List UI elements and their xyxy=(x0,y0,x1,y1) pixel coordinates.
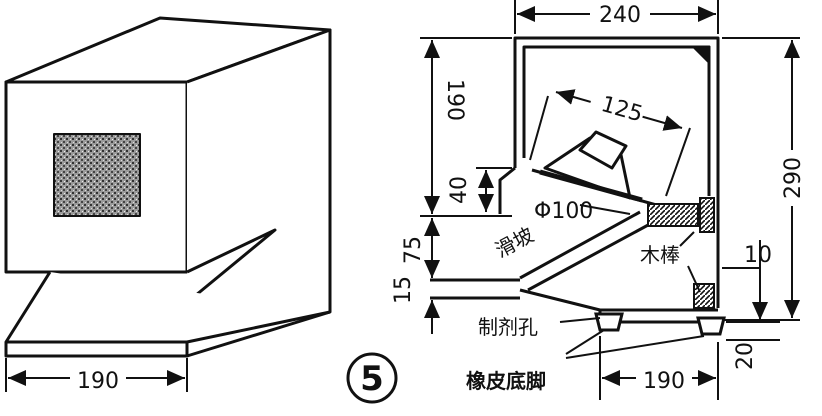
leader-wood-2 xyxy=(687,265,701,293)
section-view xyxy=(430,36,720,324)
dim-20: 20 xyxy=(733,342,758,370)
slot-bottom xyxy=(430,278,520,300)
wood-strip-label: 木棒 xyxy=(640,243,680,267)
front-step xyxy=(498,166,516,214)
side-slot xyxy=(186,228,277,302)
dim-240: 240 xyxy=(599,3,641,28)
slope-label: 滑坡 xyxy=(491,222,538,262)
speaker xyxy=(539,130,643,203)
figure-number: 5 xyxy=(360,359,384,399)
dim-190-bottom: 190 xyxy=(643,369,685,394)
speaker-magnet xyxy=(578,130,628,170)
leader-vent xyxy=(559,317,601,323)
speaker-frame xyxy=(539,169,643,203)
vent-hole-label: 制剂孔 xyxy=(478,315,538,339)
speaker-diameter: Φ100 xyxy=(534,199,593,224)
dim-40: 40 xyxy=(447,176,472,204)
leader-feet-2 xyxy=(565,335,705,359)
enclosure-inner xyxy=(522,45,711,196)
base-edge xyxy=(4,342,189,358)
base-plate xyxy=(4,271,331,344)
wood-block-upper xyxy=(647,203,699,227)
leader-feet-1 xyxy=(565,329,605,355)
grille xyxy=(53,133,141,217)
slope-board xyxy=(519,210,651,292)
dim-75: 75 xyxy=(401,236,426,264)
perspective-view xyxy=(4,16,332,392)
dim-10: 10 xyxy=(744,243,772,268)
wood-block-side xyxy=(699,197,715,233)
rubber-feet-label: 橡皮底脚 xyxy=(466,369,546,393)
left-width-label: 190 xyxy=(77,369,119,394)
leader-phi100 xyxy=(579,204,631,215)
dim-15: 15 xyxy=(391,276,416,304)
bottom-board xyxy=(519,288,718,312)
rubber-foot-front xyxy=(594,312,624,332)
leader-wood xyxy=(679,231,695,247)
corner-gusset xyxy=(692,45,711,64)
enclosure-outer xyxy=(513,36,720,308)
dim-190-vertical: 190 xyxy=(442,79,467,121)
rubber-foot-back xyxy=(696,316,726,336)
dim-290: 290 xyxy=(781,157,806,199)
dim-125: 125 xyxy=(598,92,645,128)
figure-number-circle xyxy=(346,352,398,404)
